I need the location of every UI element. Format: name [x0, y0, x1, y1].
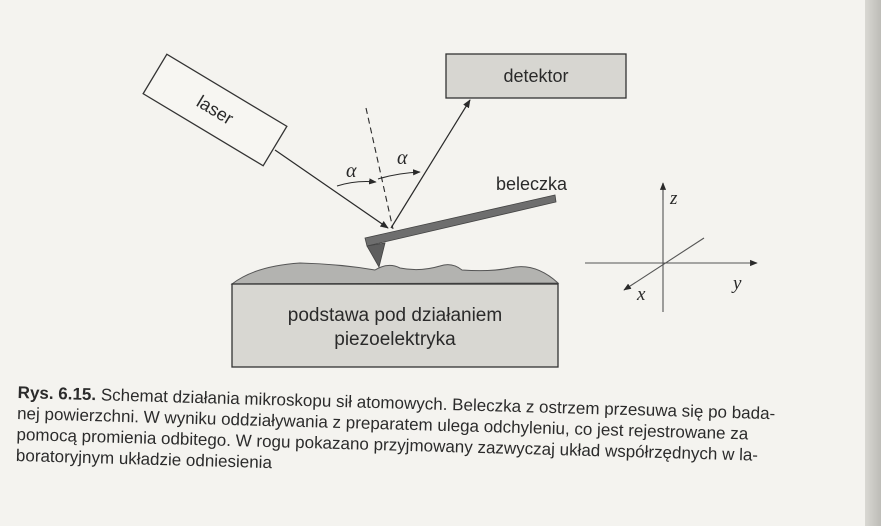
- angle-alpha-left: α: [346, 160, 357, 182]
- axis-z-label: z: [669, 188, 678, 209]
- cantilever-beam: [364, 194, 557, 247]
- incident-beam: [274, 149, 389, 229]
- laser-box: laser: [142, 53, 288, 167]
- base-label-line2: piezoelektryka: [334, 329, 456, 350]
- detector-box: detektor: [445, 53, 627, 99]
- caption-label: Rys. 6.15.: [17, 382, 97, 405]
- piezo-base: podstawa pod działaniem piezoelektryka: [231, 283, 559, 368]
- coordinate-axes: [585, 182, 758, 312]
- angle-arc-left: [336, 178, 377, 187]
- axis-y-label: y: [731, 273, 742, 294]
- page-edge: [865, 0, 881, 526]
- axis-x-line: [623, 237, 705, 291]
- angle-arc-right: [377, 169, 421, 180]
- angle-alpha-right: α: [397, 147, 408, 169]
- base-label-line1: podstawa pod działaniem: [288, 305, 502, 326]
- normal-dashed-line: [365, 107, 394, 230]
- afm-tip: [366, 242, 386, 269]
- cantilever-label: beleczka: [496, 174, 568, 194]
- axis-x-label: x: [636, 284, 646, 305]
- detector-label: detektor: [503, 66, 568, 86]
- reflected-beam: [390, 99, 471, 229]
- sample-surface: [230, 262, 560, 285]
